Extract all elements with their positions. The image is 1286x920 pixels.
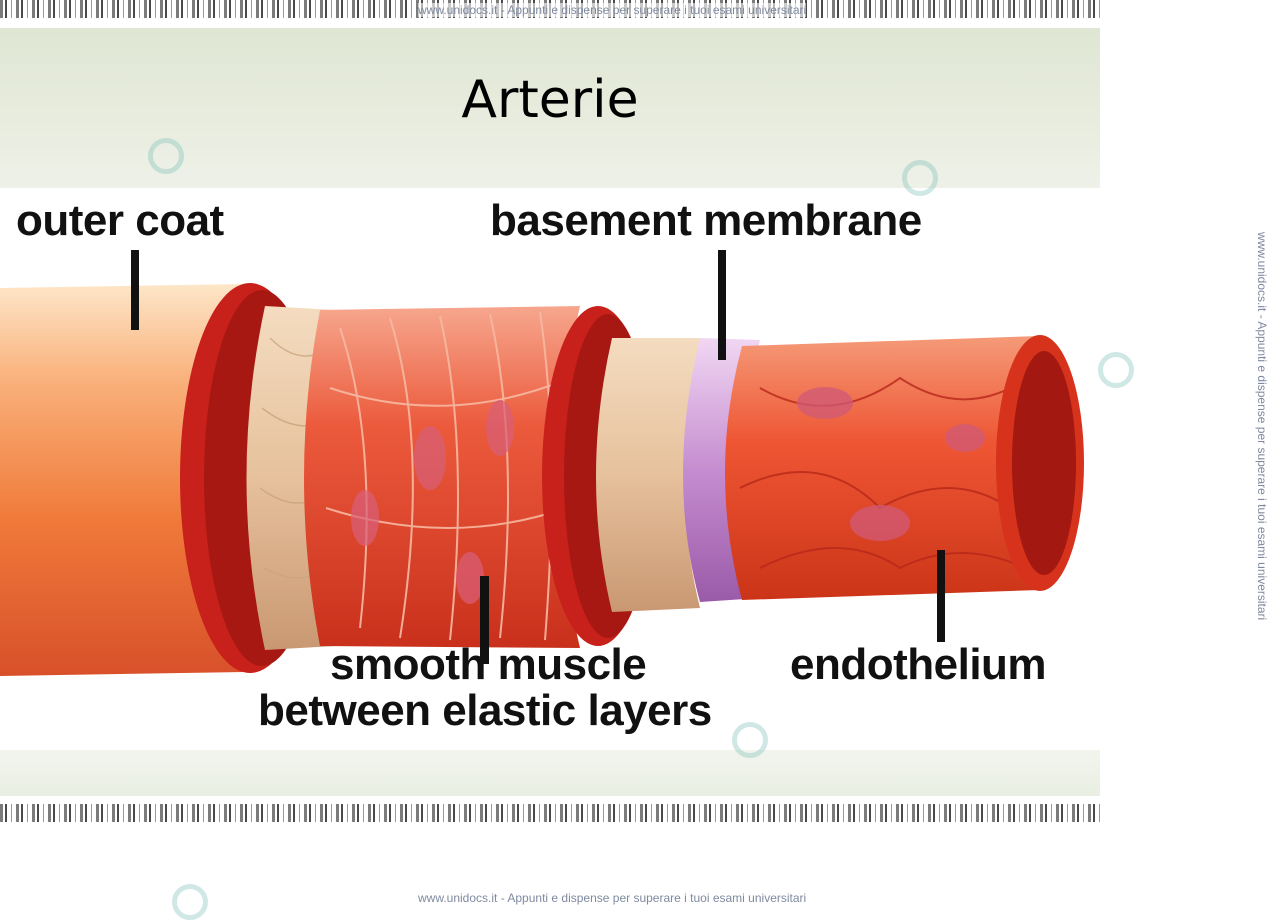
watermark-logo-icon [1098, 352, 1134, 388]
pointer-smooth-muscle [480, 576, 489, 664]
watermark-logo-icon [902, 160, 938, 196]
slide: Arterie [0, 28, 1100, 796]
muscle-fibers [325, 311, 571, 641]
slide-title: Arterie [461, 70, 639, 130]
watermark-bottom: www.unidocs.it - Appunti e dispense per … [418, 891, 807, 905]
pointer-endothelium [937, 550, 945, 642]
pointer-basement-membrane [718, 250, 726, 360]
label-basement-membrane: basement membrane [490, 196, 922, 245]
label-endothelium: endothelium [790, 640, 1047, 689]
barcode-strip-bottom [0, 804, 1100, 822]
pointer-outer-coat [131, 250, 139, 330]
watermark-logo-icon [732, 722, 768, 758]
label-outer-coat: outer coat [16, 196, 224, 245]
watermark-logo-icon [172, 884, 208, 920]
elastic-layer-inner [596, 338, 700, 612]
endothelium-tube [725, 336, 1040, 600]
artery-diagram [0, 250, 1084, 676]
label-between-elastic-layers: between elastic layers [258, 686, 712, 735]
muscle-nuclei [351, 400, 514, 604]
watermark-top: www.unidocs.it - Appunti e dispense per … [418, 3, 807, 17]
label-smooth-muscle: smooth muscle [330, 640, 647, 689]
watermark-logo-icon [148, 138, 184, 174]
bottom-band [0, 750, 1100, 796]
outer-coat-tube [0, 284, 245, 676]
lumen-inner [1012, 351, 1076, 575]
watermark-side: www.unidocs.it - Appunti e dispense per … [1255, 232, 1269, 621]
endothelial-nuclei [797, 387, 985, 541]
